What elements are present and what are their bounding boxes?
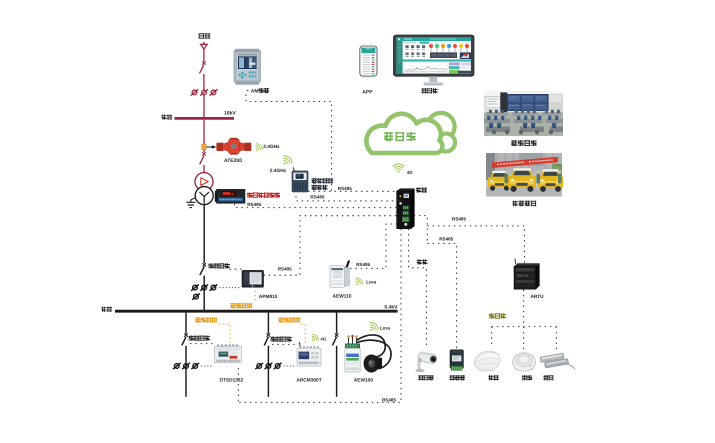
svg-text:Lora: Lora xyxy=(366,279,376,284)
svg-text:RS485: RS485 xyxy=(382,397,396,402)
svg-text:RS485: RS485 xyxy=(247,202,261,207)
svg-text:RS485: RS485 xyxy=(338,186,352,191)
svg-text:AEW100: AEW100 xyxy=(354,378,374,384)
svg-text:4G: 4G xyxy=(320,336,326,341)
svg-text:RS485: RS485 xyxy=(310,195,324,200)
svg-text:ATE200: ATE200 xyxy=(224,158,242,164)
svg-text:Lora: Lora xyxy=(380,325,390,330)
svg-text:AM: AM xyxy=(251,89,259,95)
svg-text:0.4kV: 0.4kV xyxy=(384,305,398,311)
svg-text:DTSD1352: DTSD1352 xyxy=(220,378,244,384)
svg-text:RS485: RS485 xyxy=(278,266,292,271)
svg-text:2.4GHz: 2.4GHz xyxy=(270,168,287,174)
svg-text:AEW110: AEW110 xyxy=(333,293,352,299)
svg-text:10kV: 10kV xyxy=(224,110,236,116)
svg-text:RS485: RS485 xyxy=(439,237,453,242)
svg-text:ARCM300T: ARCM300T xyxy=(296,378,321,384)
svg-text:4G: 4G xyxy=(407,170,414,175)
svg-text:RS485: RS485 xyxy=(452,217,466,222)
svg-text:2.4GHz: 2.4GHz xyxy=(263,144,280,150)
svg-text:RS485: RS485 xyxy=(356,262,370,267)
svg-text:APM810: APM810 xyxy=(259,294,278,300)
svg-text:APP: APP xyxy=(362,90,373,96)
svg-text:ARTU: ARTU xyxy=(530,294,544,300)
